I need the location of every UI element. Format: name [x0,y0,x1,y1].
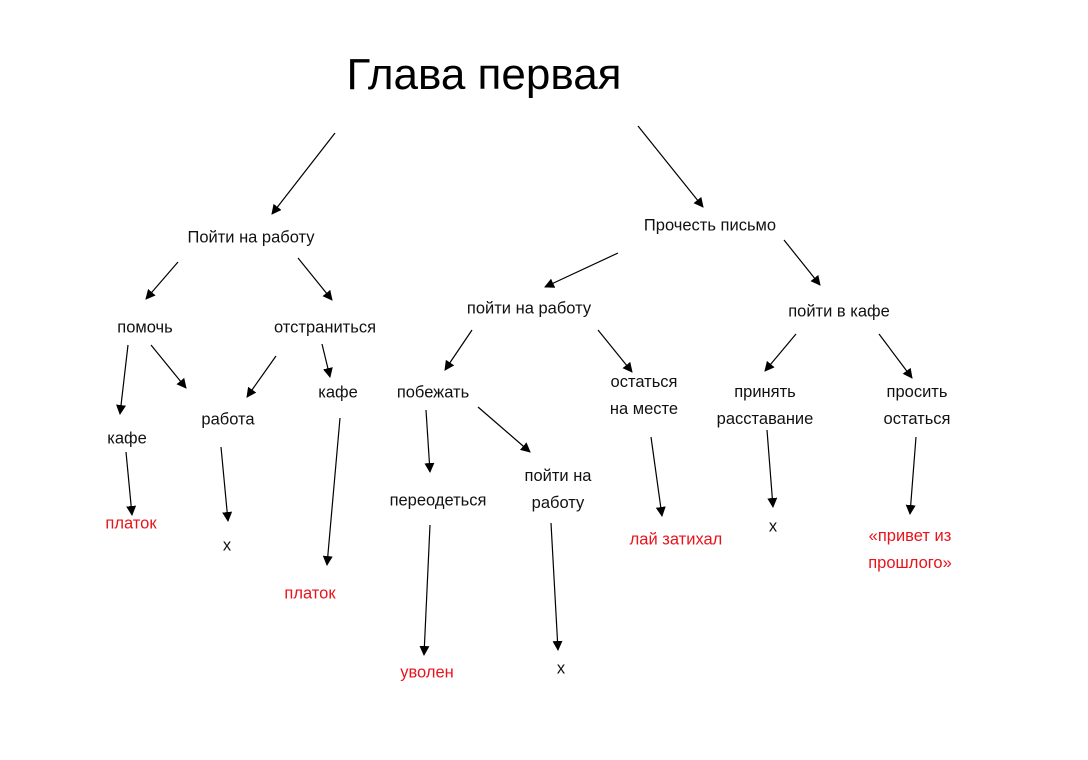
arrow [783,239,821,286]
arrow [444,329,473,371]
arrow [477,406,531,453]
arrow [419,524,431,656]
node-accept-breakup: принять расставание [717,379,814,433]
outcome-fired: уволен [400,663,454,682]
node-stay: остаться на месте [610,369,678,423]
node-change-clothes: переодеться [389,491,487,510]
arrow [322,417,341,566]
diagram-title: Глава первая [346,50,622,99]
node-go-to-work: Пойти на работу [187,228,315,247]
node-go-work-3-line2: работу [531,494,585,512]
node-go-to-work-3: пойти на работу [525,463,592,517]
outcome-x-accept: x [768,517,778,536]
node-help: помочь [117,318,173,337]
arrow [145,261,179,300]
arrow [597,329,633,373]
node-go-work-3-line1: пойти на [524,467,592,485]
node-ask-line2: остаться [883,410,951,428]
node-cafe-left: кафе [107,429,147,448]
node-run: побежать [396,383,470,402]
node-stay-line1: остаться [610,373,678,391]
node-ask-to-stay: просить остаться [884,379,951,433]
node-go-to-cafe: пойти в кафе [788,302,890,321]
arrow [321,343,333,378]
node-work: работа [201,410,255,429]
outcome-barking-stopped: лай затихал [629,530,723,549]
node-stay-line2: на месте [609,400,679,418]
arrow [424,409,435,473]
outcome-scarf-left: платок [105,514,157,533]
arrow [764,333,797,372]
arrow [297,257,333,301]
outcome-x-work: x [222,536,232,555]
outcome-hello-from-past: «привет из прошлого» [868,523,952,577]
arrow [650,436,666,517]
arrow [878,333,913,379]
node-accept-line1: принять [734,383,796,401]
arrow [125,451,137,516]
arrow [116,344,129,415]
arrow [220,446,233,522]
arrow [905,436,917,515]
outcome-hello-line1: «привет из [868,527,952,545]
outcome-hello-line2: прошлого» [868,554,952,572]
arrow [766,429,778,508]
node-accept-line2: расставание [716,410,814,428]
arrow [544,252,619,288]
outcome-x-go-work: x [556,659,566,678]
outcome-scarf-mid: платок [284,584,336,603]
node-read-letter: Прочесть письмо [643,216,777,235]
node-go-to-work-2: пойти на работу [466,299,592,318]
arrow [246,355,277,398]
node-withdraw: отстраниться [273,318,377,337]
arrow [271,132,336,215]
node-cafe-mid: кафе [318,383,358,402]
arrow [550,522,563,651]
node-ask-line1: просить [886,383,948,401]
arrow [150,344,187,389]
arrow [637,125,704,208]
